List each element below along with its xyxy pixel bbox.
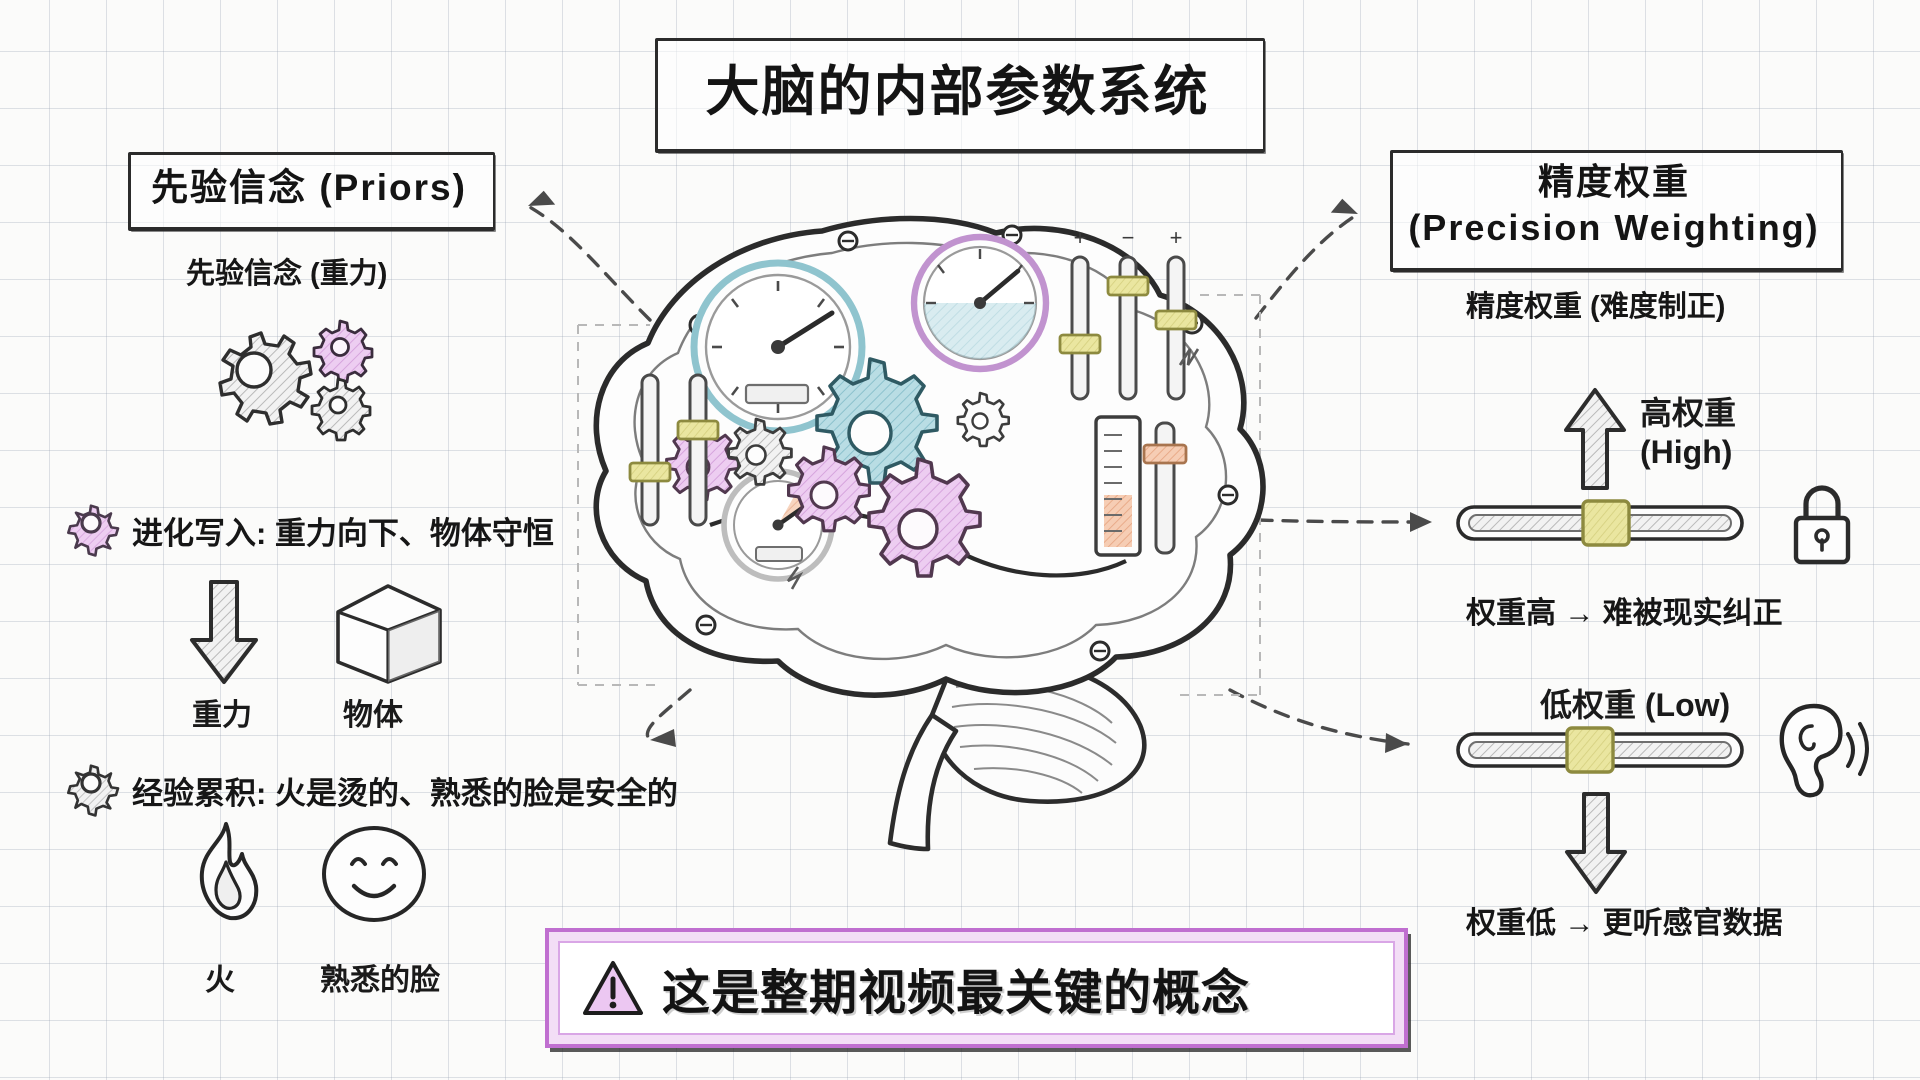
page-title-box [655,38,1265,153]
key-concept-banner-inner: 这是整期视频最关键的概念 [558,941,1395,1035]
left-subtitle: 先验信念 (重力) [186,258,388,290]
gear-cluster-illustration [218,319,374,442]
object-label: 物体 [343,699,403,732]
gear-icon-pink [67,504,120,557]
brain-slider-4: − [1106,225,1150,401]
key-concept-banner-text: 这是整期视频最关键的概念 [662,967,1251,1020]
brain-control-panel-illustration: + − + [577,215,1266,852]
gear-teal-center [815,357,939,485]
gauge-top-purple [910,233,1050,373]
experience-row-text: 经验累积: 火是烫的、熟悉的脸是安全的 [132,776,678,811]
cube-icon [336,584,442,684]
right-header-line2: (Precision Weighting) [1408,207,1820,248]
gear-pink-large [867,457,982,578]
brain-slider-3: + [1058,225,1102,401]
high-weight-caption: 权重高 → 难被现实纠正 [1466,597,1783,630]
low-down-arrow-icon [1565,792,1627,894]
gravity-label: 重力 [192,699,252,732]
gear-gray-small [727,417,793,486]
page-title: 大脑的内部参数系统 [705,62,1210,122]
evolution-row-text: 进化写入: 重力向下、物体守恒 [132,516,554,551]
gauge-large-left [690,259,866,435]
gear-pink-mid [787,445,871,533]
low-weight-caption: 权重低 → 更听感官数据 [1466,907,1783,940]
high-weight-label-line1: 高权重 [1640,395,1737,431]
svg-text:+: + [1074,225,1087,250]
key-concept-banner: 这是整期视频最关键的概念 [545,928,1408,1048]
lock-icon [1793,485,1851,565]
right-header-box [1390,150,1843,272]
high-weight-slider[interactable] [1455,495,1745,551]
flame-icon [199,822,259,921]
smiley-face-icon [322,826,426,922]
right-subtitle: 精度权重 (难度制正) [1466,291,1726,323]
low-weight-slider[interactable] [1455,722,1745,778]
svg-text:+: + [1170,225,1183,250]
up-arrow-icon [1564,388,1626,490]
left-header-box [128,152,495,231]
gear-small-top-right [956,391,1010,448]
familiar-face-label: 熟悉的脸 [320,964,440,997]
ear-listening-icon [1779,703,1869,798]
svg-text:−: − [1122,225,1135,250]
right-header-line1: 精度权重 [1537,161,1690,202]
brain-level-meter [1094,415,1188,557]
brain-slider-2 [676,373,720,527]
brain-slider-1 [628,373,672,527]
fire-label: 火 [205,964,235,997]
gear-icon-gray [67,764,120,817]
left-header-label: 先验信念 (Priors) [151,167,467,208]
warning-triangle-icon [583,961,643,1015]
high-weight-label-line2: (High) [1640,434,1733,470]
down-arrow-icon [190,580,258,684]
low-weight-label: 低权重 (Low) [1540,687,1731,723]
